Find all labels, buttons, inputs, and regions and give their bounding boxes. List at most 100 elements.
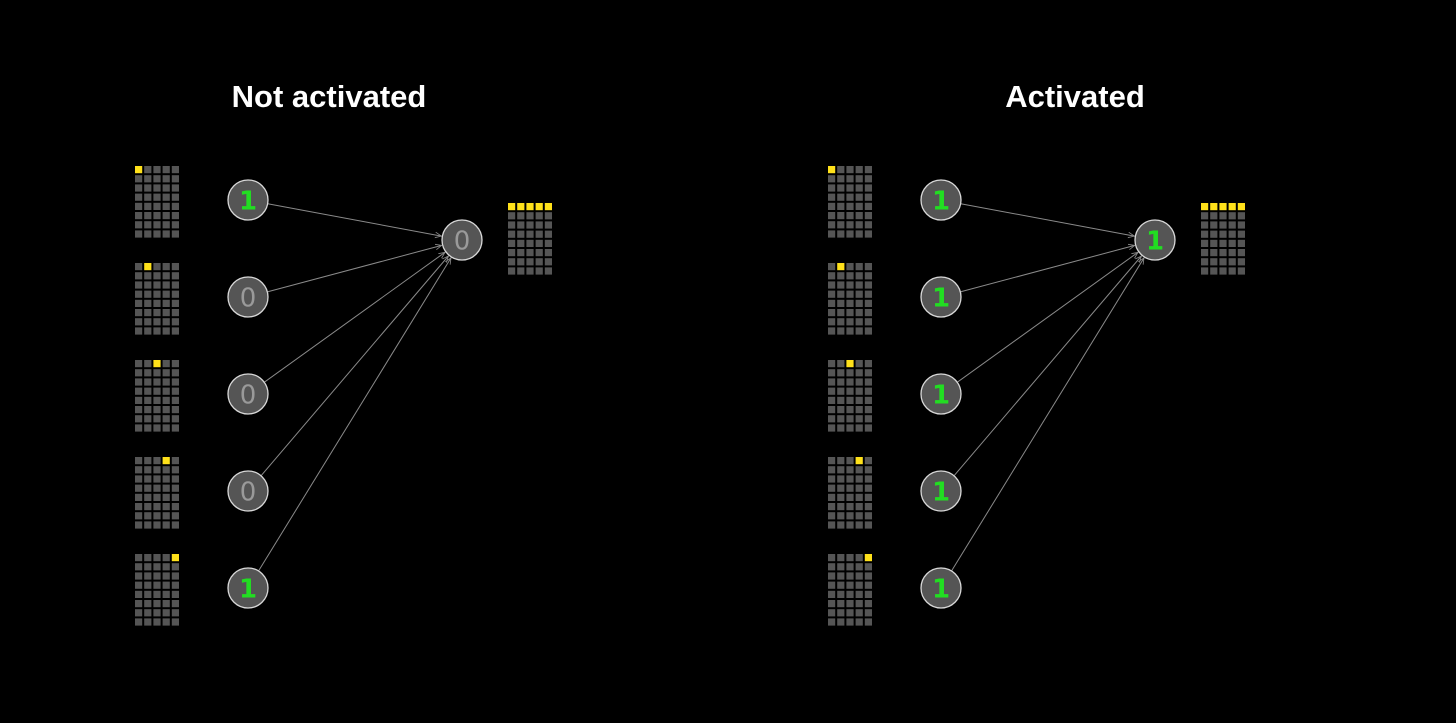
grid-cell (828, 609, 836, 617)
grid-cell (864, 309, 872, 317)
grid-cell (846, 415, 854, 423)
input-grid (828, 166, 872, 238)
grid-cell (828, 272, 836, 280)
grid-cell (828, 581, 836, 589)
grid-cell (828, 600, 836, 608)
grid-cell (144, 184, 152, 192)
input-node: 0 (227, 276, 269, 318)
node-value: 1 (932, 187, 950, 217)
grid-cell (855, 230, 863, 238)
grid-cell (508, 212, 516, 220)
grid-cell (162, 484, 170, 492)
grid-cell (171, 521, 179, 529)
grid-cell (544, 267, 552, 275)
grid-cell (846, 406, 854, 414)
grid-cell (153, 263, 161, 271)
grid-cell (144, 309, 152, 317)
grid-cell (153, 563, 161, 571)
grid-cell (1210, 230, 1218, 238)
grid-cell (864, 290, 872, 298)
connection-arrow (960, 245, 1134, 293)
grid-cell (837, 554, 845, 562)
grid-cell (144, 230, 152, 238)
grid-cell (864, 521, 872, 529)
grid-cell (153, 290, 161, 298)
node-value: 1 (932, 381, 950, 411)
grid-cell (837, 221, 845, 229)
grid-cell (162, 387, 170, 395)
grid-cell (828, 493, 836, 501)
grid-cell (1210, 267, 1218, 275)
node-value: 1 (932, 478, 950, 508)
grid-cell (1228, 221, 1236, 229)
grid-cell (1219, 239, 1227, 247)
grid-cell (135, 175, 143, 183)
grid-cell (1237, 239, 1245, 247)
grid-cell (171, 193, 179, 201)
grid-cell (855, 378, 863, 386)
node-circle (227, 179, 269, 221)
grid-cell (855, 175, 863, 183)
grid-cell (837, 618, 845, 626)
grid-cell (171, 290, 179, 298)
grid-cell (846, 475, 854, 483)
grid-cell (153, 466, 161, 474)
grid-cell (855, 387, 863, 395)
grid-cell (135, 609, 143, 617)
grid-cell (1219, 230, 1227, 238)
grid-cell (153, 609, 161, 617)
grid-cell (1237, 267, 1245, 275)
grid-cell (135, 360, 143, 368)
grid-cell (828, 590, 836, 598)
grid-cell (526, 221, 534, 229)
grid-cell (846, 600, 854, 608)
grid-cell (837, 396, 845, 404)
grid-cell (171, 309, 179, 317)
grid-cell (828, 387, 836, 395)
grid-cell (162, 184, 170, 192)
input-node: 0 (227, 470, 269, 512)
grid-cell (171, 572, 179, 580)
grid-cell (828, 457, 836, 465)
input-node: 1 (227, 179, 269, 221)
grid-cell (171, 184, 179, 192)
grid-cell (135, 457, 143, 465)
grid-cell (1201, 212, 1209, 220)
grid-cell (135, 369, 143, 377)
grid-cell-active (544, 203, 552, 211)
grid-cell (162, 590, 170, 598)
grid-cell (828, 327, 836, 335)
grid-cell (846, 484, 854, 492)
node-circle (227, 276, 269, 318)
grid-cell (855, 318, 863, 326)
grid-cell (135, 184, 143, 192)
grid-cell (855, 369, 863, 377)
grid-cell (864, 193, 872, 201)
grid-cell (135, 378, 143, 386)
grid-cell (846, 193, 854, 201)
grid-cell (153, 396, 161, 404)
grid-cell (153, 327, 161, 335)
input-grids (828, 166, 872, 626)
grid-cell (153, 600, 161, 608)
grid-cell (864, 281, 872, 289)
grid-cell (153, 281, 161, 289)
grid-cell (153, 572, 161, 580)
grid-cell (135, 387, 143, 395)
grid-cell (517, 249, 525, 257)
grid-cell (1201, 258, 1209, 266)
grid-cell (162, 272, 170, 280)
grid-cell (846, 290, 854, 298)
grid-cell (144, 415, 152, 423)
output-grid (1201, 203, 1245, 275)
grid-cell (153, 590, 161, 598)
grid-cell (837, 369, 845, 377)
input-grid (135, 166, 179, 238)
grid-cell (1228, 212, 1236, 220)
grid-cell (846, 175, 854, 183)
grid-cell (153, 406, 161, 414)
grid-cell (846, 554, 854, 562)
grid-cell (837, 378, 845, 386)
grid-cell (846, 581, 854, 589)
grid-cell-active (135, 166, 143, 174)
